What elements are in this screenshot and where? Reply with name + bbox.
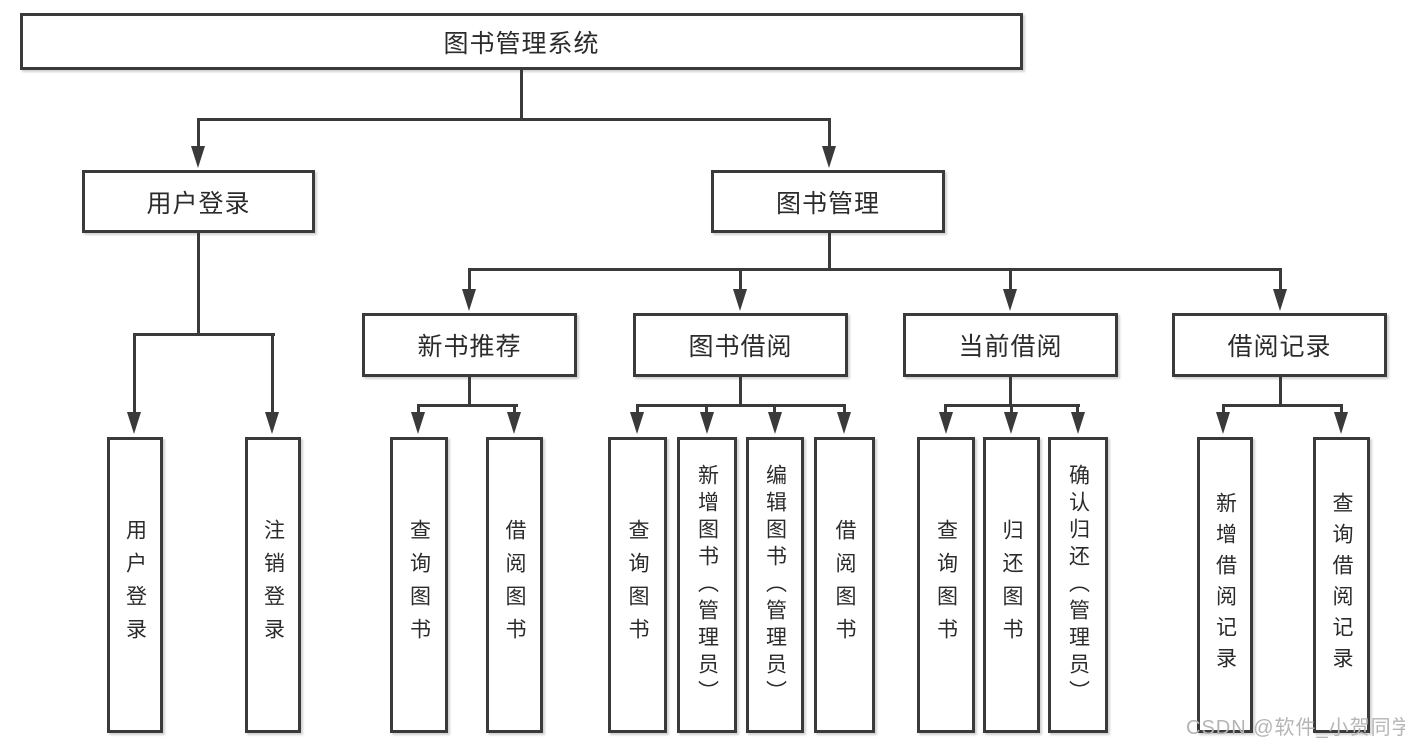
- node-root: 图书管理系统: [20, 13, 1023, 70]
- arrow-down-icon: [1003, 289, 1017, 311]
- leaf-add-book-admin: 新增图书（管理员）: [677, 437, 737, 733]
- connector-line: [705, 404, 708, 414]
- connector-line: [1222, 404, 1343, 407]
- connector-line: [828, 233, 831, 271]
- connector-line: [1279, 377, 1282, 407]
- leaf-label: 查询借阅记录: [1330, 492, 1353, 678]
- connector-line: [1222, 404, 1225, 414]
- node-label: 新书推荐: [417, 333, 522, 361]
- leaf-query-books-borrow: 查询图书: [608, 437, 667, 733]
- connector-line: [828, 118, 831, 148]
- watermark: CSDN @软件_小贺同学: [1186, 717, 1405, 739]
- leaf-label: 查询图书: [407, 519, 431, 651]
- connector-line: [468, 268, 1282, 271]
- connector-line: [133, 333, 136, 414]
- node-label: 图书管理: [775, 189, 880, 218]
- node-user-login: 用户登录: [82, 170, 315, 233]
- node-borrow-records: 借阅记录: [1172, 313, 1387, 377]
- connector-line: [133, 333, 275, 336]
- arrow-down-icon: [733, 289, 747, 311]
- arrow-down-icon: [1273, 289, 1287, 311]
- arrow-down-icon: [191, 146, 205, 168]
- connector-line: [417, 404, 518, 407]
- leaf-label: 新增借阅记录: [1213, 492, 1237, 678]
- node-book-management: 图书管理: [711, 170, 945, 233]
- connector-line: [773, 404, 776, 414]
- node-label: 用户登录: [146, 189, 251, 218]
- connector-line: [197, 233, 200, 336]
- leaf-query-borrow-record: 查询借阅记录: [1313, 437, 1370, 733]
- leaf-user-login: 用户登录: [107, 437, 163, 733]
- connector-line: [636, 404, 639, 414]
- connector-line: [1009, 377, 1012, 407]
- connector-line: [520, 70, 523, 121]
- connector-line: [271, 333, 274, 414]
- connector-line: [1279, 268, 1282, 291]
- node-current-borrow: 当前借阅: [903, 313, 1118, 377]
- arrow-down-icon: [462, 289, 476, 311]
- leaf-return-books: 归还图书: [983, 437, 1040, 733]
- node-label: 图书管理系统: [443, 29, 600, 58]
- arrow-down-icon: [507, 412, 521, 434]
- leaf-label: 新增图书（管理员）: [695, 463, 719, 707]
- node-label: 当前借阅: [958, 333, 1063, 361]
- leaf-add-borrow-record: 新增借阅记录: [1197, 437, 1253, 733]
- connector-line: [513, 404, 516, 414]
- leaf-confirm-return-admin: 确认归还（管理员）: [1048, 437, 1108, 733]
- leaf-query-books-current: 查询图书: [917, 437, 975, 733]
- leaf-query-books-recommend: 查询图书: [390, 437, 448, 733]
- connector-line: [1076, 404, 1079, 414]
- arrow-down-icon: [127, 412, 141, 434]
- arrow-down-icon: [1334, 412, 1348, 434]
- arrow-down-icon: [411, 412, 425, 434]
- leaf-logout: 注销登录: [245, 437, 301, 733]
- leaf-borrow-books-recommend: 借阅图书: [486, 437, 543, 733]
- arrow-down-icon: [1216, 412, 1230, 434]
- leaf-label: 确认归还（管理员）: [1066, 463, 1090, 707]
- arrow-down-icon: [768, 412, 782, 434]
- leaf-label: 查询图书: [934, 519, 958, 651]
- arrow-down-icon: [630, 412, 644, 434]
- connector-line: [739, 268, 742, 291]
- connector-line: [1340, 404, 1343, 414]
- connector-line: [468, 268, 471, 291]
- node-new-book-recommend: 新书推荐: [362, 313, 577, 377]
- node-label: 图书借阅: [688, 333, 793, 361]
- arrow-down-icon: [837, 412, 851, 434]
- arrow-down-icon: [700, 412, 714, 434]
- arrow-down-icon: [822, 146, 836, 168]
- leaf-label: 借阅图书: [503, 519, 526, 651]
- connector-line: [1010, 404, 1013, 414]
- arrow-down-icon: [1071, 412, 1085, 434]
- leaf-borrow-books: 借阅图书: [814, 437, 875, 733]
- leaf-label: 查询图书: [626, 519, 649, 651]
- connector-line: [197, 118, 831, 121]
- connector-line: [739, 377, 742, 407]
- arrow-down-icon: [1004, 412, 1018, 434]
- arrow-down-icon: [939, 412, 953, 434]
- connector-line: [197, 118, 200, 148]
- connector-line: [1009, 268, 1012, 291]
- node-book-borrow: 图书借阅: [633, 313, 848, 377]
- connector-line: [944, 404, 947, 414]
- leaf-label: 借阅图书: [833, 519, 856, 651]
- leaf-edit-book-admin: 编辑图书（管理员）: [746, 437, 804, 733]
- arrow-down-icon: [265, 412, 279, 434]
- leaf-label: 用户登录: [123, 519, 147, 651]
- connector-line: [468, 377, 471, 407]
- leaf-label: 注销登录: [261, 519, 285, 651]
- connector-line: [843, 404, 846, 414]
- node-label: 借阅记录: [1227, 333, 1332, 361]
- connector-line: [417, 404, 420, 414]
- leaf-label: 归还图书: [1000, 519, 1023, 651]
- leaf-label: 编辑图书（管理员）: [763, 463, 787, 707]
- connector-line: [636, 404, 846, 407]
